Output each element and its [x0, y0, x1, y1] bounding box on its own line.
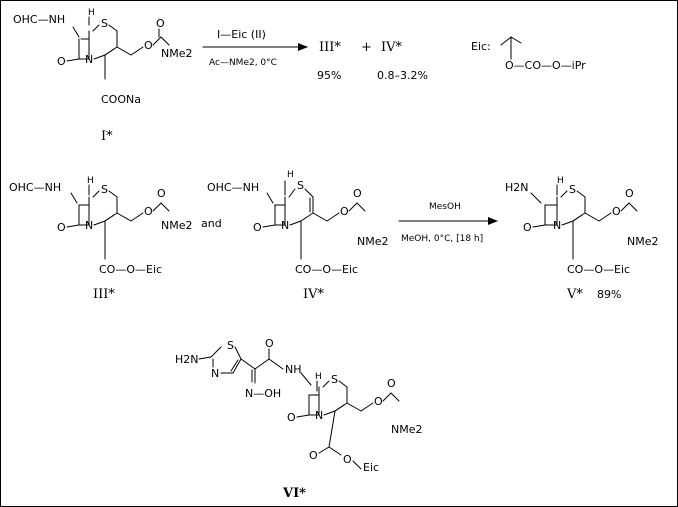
h-atom: H [88, 8, 95, 18]
amino-group: H2N [505, 181, 529, 194]
amide-oxygen: O [265, 337, 274, 350]
conditions-2: MeOH, 0°C, [18 h] [401, 234, 483, 244]
ester-oxygen: O [612, 205, 621, 218]
carboxylate: COONa [101, 93, 141, 106]
compound-III-label: III* [93, 287, 115, 302]
ring-nitrogen: N [315, 409, 323, 422]
ester-alkoxy-oxygen: O [343, 453, 352, 466]
ring-nitrogen: N [85, 219, 93, 232]
ester-oxygen: O [144, 39, 153, 52]
yield-iii: 95% [317, 69, 341, 82]
compound-VI-label: VI* [282, 486, 306, 501]
eic-tail: O—CO—O—iPr [505, 59, 586, 72]
reaction-2: MesOH MeOH, 0°C, [18 h] [398, 202, 498, 244]
carbonyl-oxygen: O [156, 17, 165, 30]
lactam-oxygen: O [287, 411, 296, 424]
h-atom: H [87, 176, 94, 186]
dimethylamino: NMe2 [161, 219, 193, 232]
dimethylamino: NMe2 [391, 423, 423, 436]
ester-group: CO—O—Eic [567, 263, 630, 276]
ring-nitrogen: N [281, 219, 289, 232]
conditions-1: Ac—NMe2, 0°C [209, 58, 277, 68]
amide-nitrogen: NH [285, 363, 302, 376]
carbonyl-oxygen: O [387, 377, 396, 390]
lactam-oxygen: O [57, 55, 66, 68]
ester-group: CO—O—Eic [99, 263, 162, 276]
dimethylamino: NMe2 [161, 47, 193, 60]
product-iv-label: IV* [381, 40, 403, 55]
compound-V: H2N H O N S O O NMe2 CO—O—Eic V* 89% [505, 176, 659, 302]
h-atom: H [557, 176, 564, 186]
sulfur-atom: S [297, 179, 304, 192]
yield-v: 89% [597, 288, 621, 301]
product-iii-label: III* [319, 40, 341, 55]
compound-V-label: V* [566, 287, 583, 302]
compound-I-label: I* [101, 129, 113, 144]
ester-oxygen: O [340, 205, 349, 218]
compound-IV: OHC—NH H O N S O O NMe2 CO—O—Eic IV* [207, 170, 389, 302]
eic-definition: Eic: O—CO—O—iPr [471, 36, 586, 72]
h-atom: H [315, 372, 322, 382]
lactam-oxygen: O [253, 221, 262, 234]
thiazole-sulfur: S [227, 339, 234, 352]
reagent-mesoh: MesOH [429, 202, 461, 212]
lactam-oxygen: O [523, 221, 532, 234]
eic-label: Eic: [471, 40, 491, 53]
formamide-group: OHC—NH [207, 181, 259, 194]
carbonyl-oxygen: O [157, 187, 166, 200]
compound-III: OHC—NH H O N S O O NMe2 CO—O—Eic III* [9, 176, 193, 302]
formamide-group: OHC—NH [9, 181, 61, 194]
plus-sign: + [361, 40, 372, 55]
reagent-ii: I—Eic (II) [217, 28, 266, 41]
ester-oxygen: O [374, 395, 383, 408]
sulfur-atom: S [569, 183, 576, 196]
eic-group: Eic [363, 461, 379, 474]
reaction-1: I—Eic (II) Ac—NMe2, 0°C III* + IV* 95% 0… [202, 28, 428, 82]
oxime-group: N—OH [245, 387, 281, 400]
dimethylamino: NMe2 [627, 235, 659, 248]
sulfur-atom: S [101, 183, 108, 196]
ester-group: CO—O—Eic [295, 263, 358, 276]
yield-iv: 0.8–3.2% [377, 69, 428, 82]
dimethylamino: NMe2 [357, 235, 389, 248]
h-atom: H [287, 170, 294, 180]
ester-oxygen: O [144, 205, 153, 218]
sulfur-atom: S [101, 17, 108, 30]
ring-nitrogen: N [553, 219, 561, 232]
formamide-group: OHC—NH [13, 13, 65, 26]
compound-I: OHC—NH H O N S O O NMe2 COONa I* [13, 8, 193, 144]
lactam-oxygen: O [57, 221, 66, 234]
carbonyl-oxygen: O [353, 187, 362, 200]
connector-and: and [201, 217, 222, 230]
thiazole-nitrogen: N [211, 367, 219, 380]
amino-group: H2N [175, 353, 199, 366]
sulfur-atom: S [331, 373, 338, 386]
ring-nitrogen: N [85, 53, 93, 66]
carbonyl-oxygen: O [625, 187, 634, 200]
ester-carbonyl-oxygen: O [309, 449, 318, 462]
compound-IV-label: IV* [303, 287, 325, 302]
compound-VI: H2N S N O NH N—OH H O N S [175, 337, 423, 501]
